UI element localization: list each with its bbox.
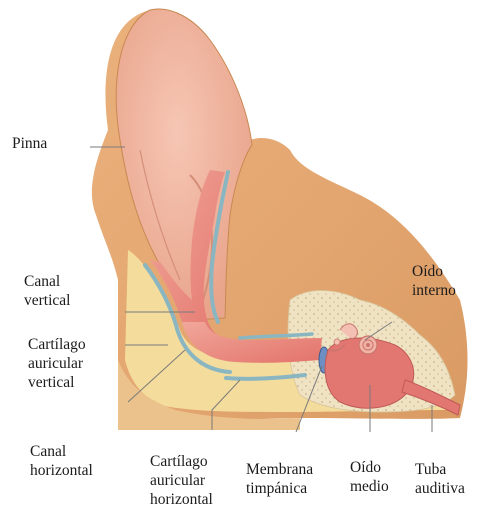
label-cartilago-auricular-horizontal: Cartílago auricular horizontal [150, 452, 213, 509]
label-membrana-timpanica: Membrana timpánica [246, 460, 313, 498]
label-cartilago-auricular-vertical: Cartílago auricular vertical [28, 335, 86, 392]
label-canal-horizontal: Canal horizontal [30, 442, 93, 480]
label-oido-medio: Oído medio [350, 458, 389, 496]
label-canal-vertical: Canal vertical [24, 272, 70, 310]
label-oido-interno: Oído interno [412, 262, 456, 300]
label-pinna: Pinna [12, 134, 47, 153]
label-tuba-auditiva: Tuba auditiva [415, 460, 465, 498]
